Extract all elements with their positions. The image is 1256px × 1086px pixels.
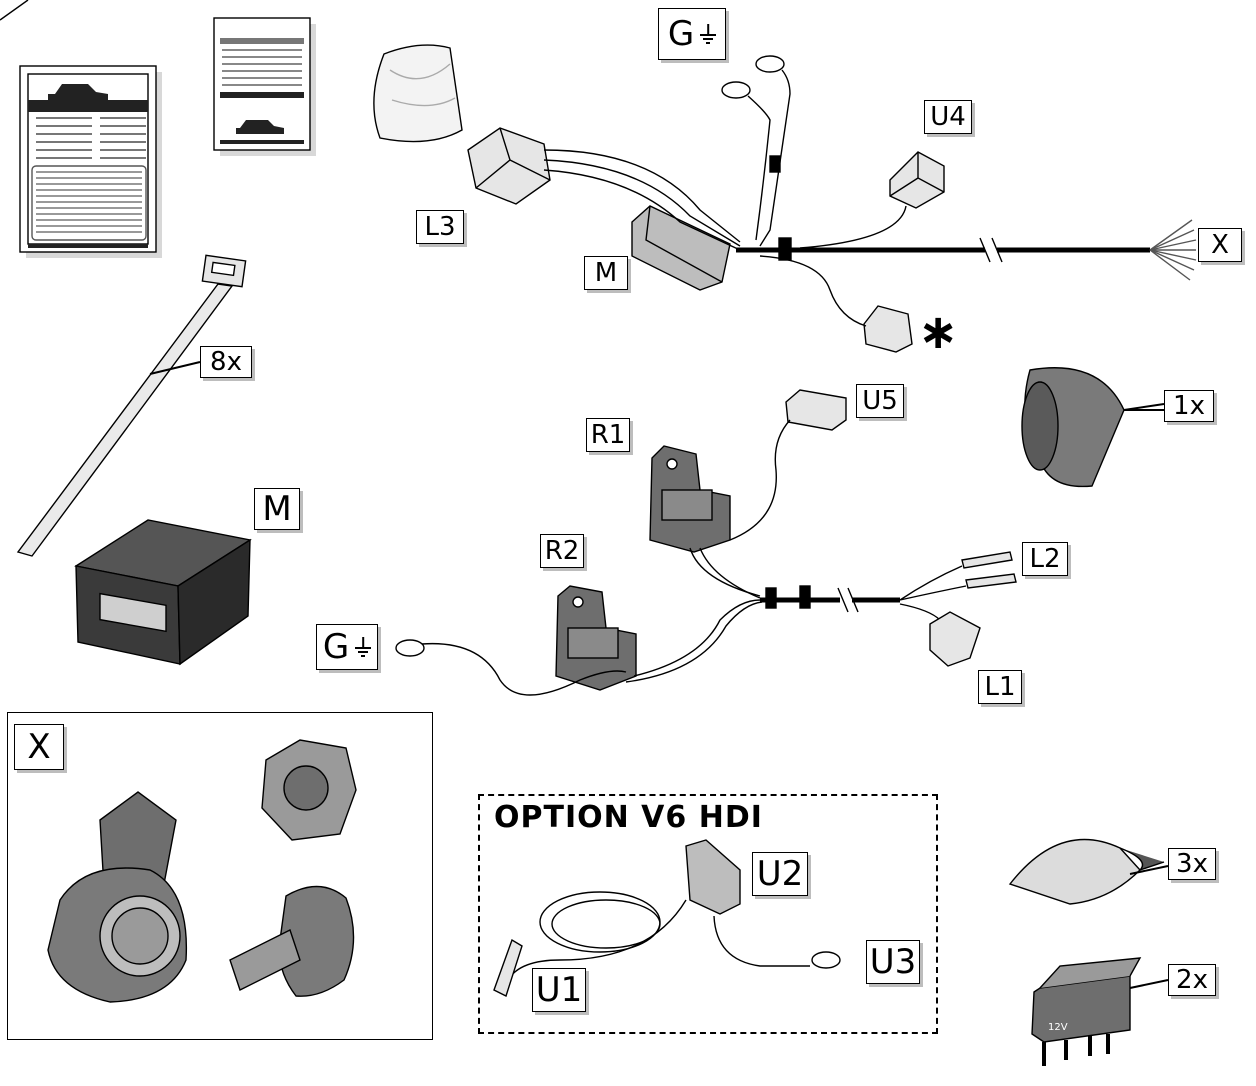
ground-eyelets-top bbox=[721, 55, 791, 247]
label-l1: L1 bbox=[978, 670, 1022, 704]
label-g-top: G bbox=[658, 8, 726, 60]
label-ties-qty: 8x bbox=[200, 346, 252, 378]
label-g-bottom: G bbox=[316, 624, 378, 670]
corner-line bbox=[0, 0, 29, 21]
label-m-connector: M bbox=[584, 256, 628, 290]
connector-u4 bbox=[799, 151, 945, 249]
connector-u5 bbox=[729, 389, 847, 541]
label-u2: U2 bbox=[752, 852, 808, 896]
connector-l3 bbox=[467, 127, 551, 205]
option-v6-hdi-box bbox=[478, 794, 938, 1034]
ground-eyelet-lower bbox=[395, 639, 425, 657]
connector-m-harness bbox=[631, 205, 731, 291]
relay-12v-marking: 12V bbox=[1048, 1022, 1068, 1033]
instruction-sheet-small bbox=[213, 17, 316, 156]
label-relay-qty: 2x bbox=[1168, 964, 1216, 996]
label-x-box: X bbox=[14, 724, 64, 770]
label-x-harness: X bbox=[1198, 228, 1242, 262]
ground-symbol-icon bbox=[700, 24, 717, 44]
relay-r1 bbox=[649, 445, 731, 553]
parts-bag bbox=[373, 44, 463, 143]
label-u5: U5 bbox=[856, 384, 904, 418]
cable-tie bbox=[16, 254, 247, 557]
ground-symbol-icon bbox=[355, 637, 372, 657]
socket-mount-plate bbox=[261, 739, 357, 841]
label-l3: L3 bbox=[416, 210, 464, 244]
label-r2: R2 bbox=[540, 534, 584, 568]
label-grommet-qty: 1x bbox=[1164, 390, 1214, 422]
harness-x-fanout bbox=[1149, 219, 1197, 281]
harness-tie bbox=[778, 237, 792, 261]
label-pads-qty: 3x bbox=[1168, 848, 1216, 880]
label-u1: U1 bbox=[532, 968, 586, 1012]
socket-seal bbox=[229, 885, 355, 997]
label-u3: U3 bbox=[866, 940, 920, 984]
option-harness bbox=[493, 839, 841, 997]
label-u4: U4 bbox=[924, 100, 972, 134]
label-l2: L2 bbox=[1022, 542, 1068, 576]
label-m-module: M bbox=[254, 488, 300, 530]
relay-12v: 12V bbox=[1031, 957, 1142, 1066]
x-socket-box bbox=[7, 712, 433, 1040]
relay-r2 bbox=[555, 585, 637, 691]
asterisk-mark: ∗ bbox=[918, 304, 959, 360]
option-box-title: OPTION V6 HDI bbox=[494, 800, 763, 835]
module-box bbox=[74, 519, 252, 666]
grommet bbox=[1021, 367, 1164, 488]
instruction-sheet-large bbox=[19, 65, 162, 258]
label-r1: R1 bbox=[586, 418, 630, 452]
socket-13-pin bbox=[47, 791, 188, 1003]
connector-asterisk bbox=[759, 255, 913, 353]
reflective-pads bbox=[1008, 838, 1165, 905]
